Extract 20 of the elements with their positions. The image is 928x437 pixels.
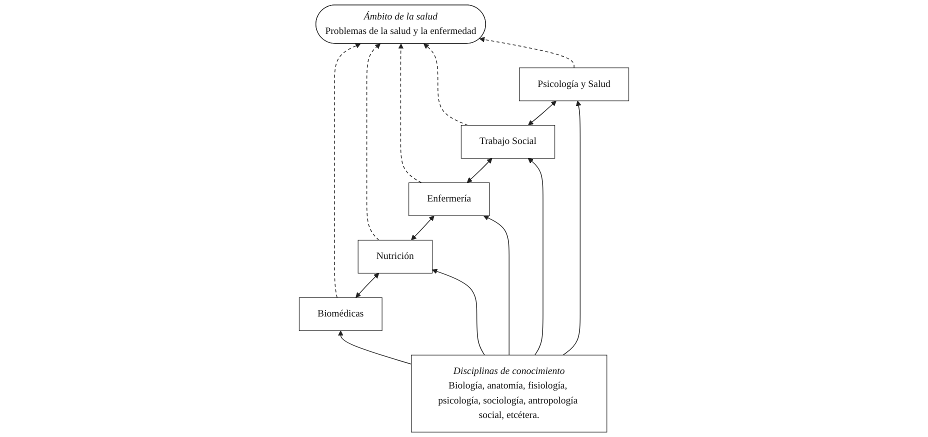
arrow	[483, 215, 510, 356]
arrow	[356, 272, 380, 298]
node-box: Psicología y Salud	[519, 68, 630, 102]
node-box: Biomédicas	[298, 297, 382, 331]
node-box: Nutrición	[358, 240, 433, 274]
arrow	[528, 100, 556, 126]
arrow	[338, 330, 412, 365]
arrow	[432, 268, 485, 356]
arrow	[411, 216, 434, 240]
node-box: Trabajo Social	[460, 125, 556, 159]
arrow	[424, 43, 468, 126]
arrow	[398, 43, 422, 184]
arrow	[334, 43, 361, 298]
node-box: Enfermería	[408, 182, 490, 216]
arrow	[366, 43, 381, 241]
arrow	[528, 158, 544, 356]
arrow	[562, 100, 582, 356]
arrow	[479, 36, 574, 68]
arrow	[466, 158, 492, 183]
node-box: Disciplinas de conocimiento Biología, anatomía, fisiología, psicología, sociología, antropología social, etcétera.	[411, 354, 608, 432]
